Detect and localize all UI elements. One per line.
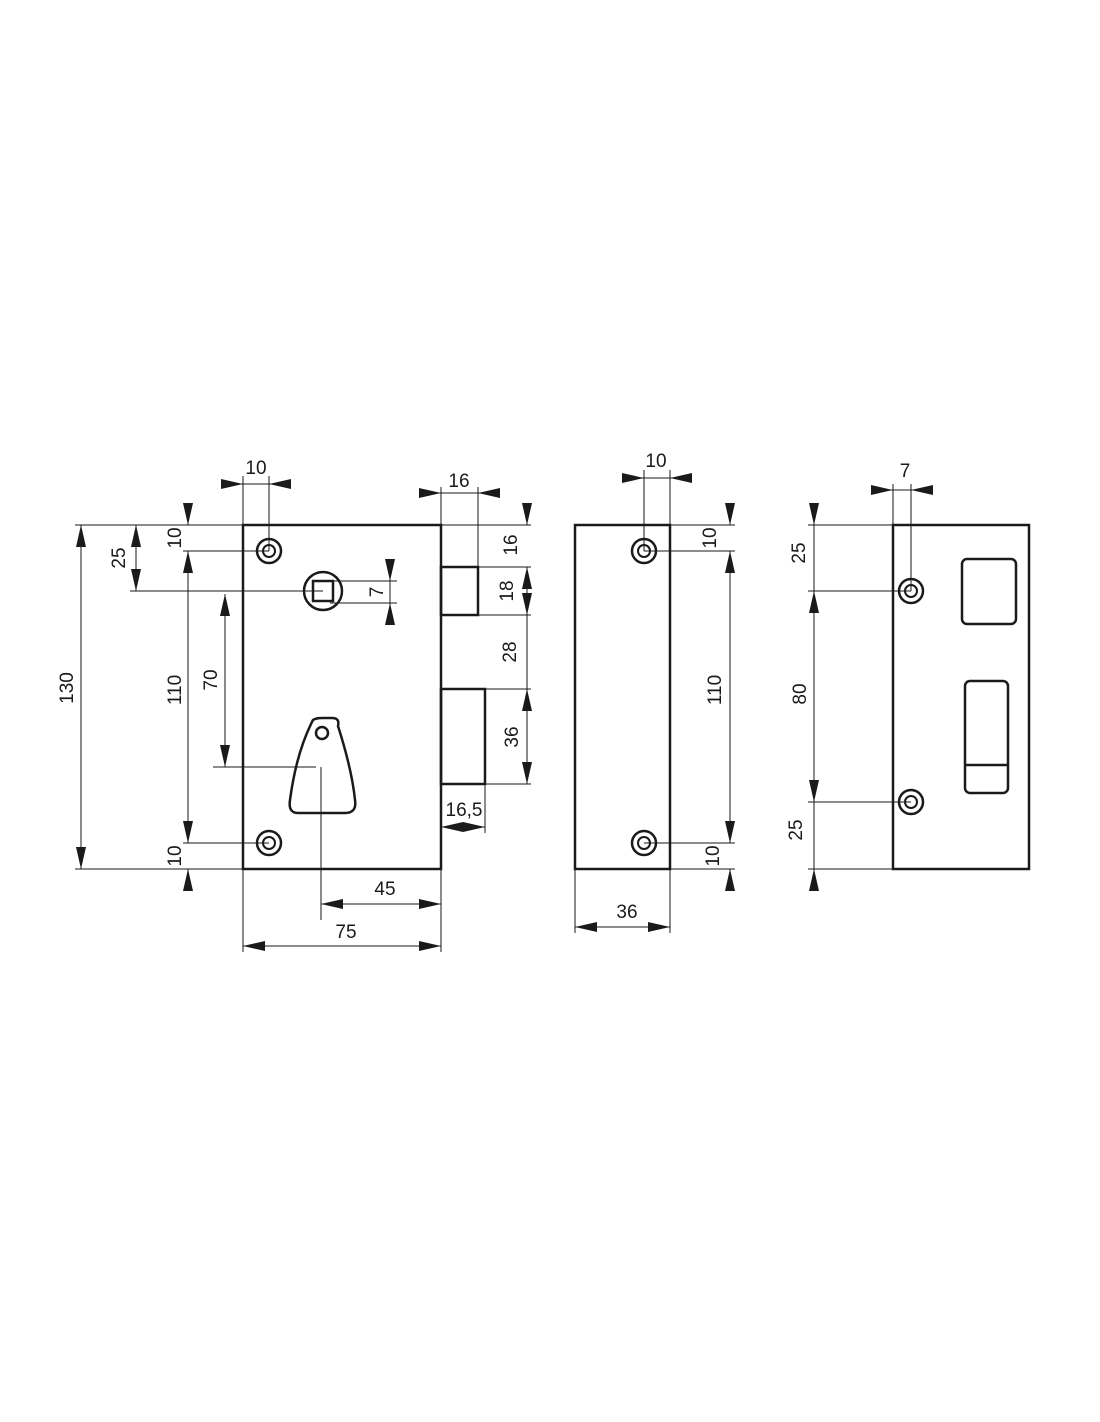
arrowhead: [725, 551, 735, 573]
dimension-label: 10: [165, 845, 186, 866]
dimension-label: 7: [900, 461, 911, 482]
keeper-view: [891, 523, 1031, 871]
arrowhead: [522, 689, 532, 711]
arrowhead: [670, 473, 692, 483]
dimension-label: 10: [645, 451, 666, 472]
dimension-label: 28: [500, 641, 521, 662]
arrowhead: [522, 762, 532, 784]
lock-body: [241, 523, 443, 871]
arrowhead: [220, 594, 230, 616]
dimension-label: 110: [165, 675, 186, 705]
arrowhead: [220, 745, 230, 767]
keeper-body: [891, 523, 1031, 871]
dimension-label: 130: [57, 672, 78, 704]
dimension-label: 10: [703, 845, 724, 866]
arrowhead: [419, 899, 441, 909]
arrowhead: [221, 479, 243, 489]
latch-opening: [960, 557, 1018, 626]
arrowhead: [575, 922, 597, 932]
dimension-label: 10: [165, 527, 186, 548]
arrowhead: [385, 559, 395, 581]
arrowhead: [183, 551, 193, 573]
dimension-label: 18: [497, 580, 518, 601]
arrowhead: [385, 603, 395, 625]
dimension-label: 70: [201, 669, 222, 690]
arrowhead: [622, 473, 644, 483]
dimensions: 10 16 130 25 10 110 10 70 7 16 18 28 36 16,5 45 75 10 10 1…: [57, 451, 933, 952]
arrowhead: [131, 525, 141, 547]
dimension-label: 25: [109, 547, 130, 568]
dimension-label: 25: [786, 819, 807, 840]
arrowhead: [478, 488, 500, 498]
arrowhead: [321, 899, 343, 909]
dimension-label: 36: [616, 902, 637, 923]
side-body: [573, 523, 672, 871]
bolt-opening: [963, 679, 1010, 795]
dimension-label: 75: [335, 922, 356, 943]
keyhole-escutcheon: [288, 716, 357, 815]
dimension-label: 16: [501, 534, 522, 555]
arrowhead: [76, 847, 86, 869]
dimension-label: 36: [502, 726, 523, 747]
dimension-label: 110: [705, 675, 726, 705]
dimension-label: 16: [448, 471, 469, 492]
arrowhead: [522, 593, 532, 615]
arrowhead: [522, 567, 532, 589]
arrowhead: [648, 922, 670, 932]
latch-bolt: [439, 565, 480, 617]
dimension-label: 25: [789, 542, 810, 563]
arrowhead: [809, 780, 819, 802]
arrowhead: [269, 479, 291, 489]
dimension-label: 7: [367, 587, 388, 598]
dimension-label: 80: [790, 683, 811, 704]
dimension-label: 45: [374, 879, 395, 900]
arrowhead: [441, 822, 463, 832]
arrowhead: [76, 525, 86, 547]
arrowhead: [871, 485, 893, 495]
dimension-label: 10: [245, 458, 266, 479]
dimension-label: 16,5: [446, 800, 483, 821]
arrowhead: [183, 821, 193, 843]
side-view: [573, 523, 672, 871]
arrowhead: [419, 941, 441, 951]
arrowhead: [463, 822, 485, 832]
arrowhead: [809, 591, 819, 613]
dead-bolt: [439, 687, 487, 786]
arrowhead: [419, 488, 441, 498]
arrowhead: [131, 569, 141, 591]
arrowhead: [911, 485, 933, 495]
dimension-label: 10: [700, 527, 721, 548]
front-view: [241, 523, 487, 871]
arrowhead: [243, 941, 265, 951]
arrowhead: [725, 821, 735, 843]
